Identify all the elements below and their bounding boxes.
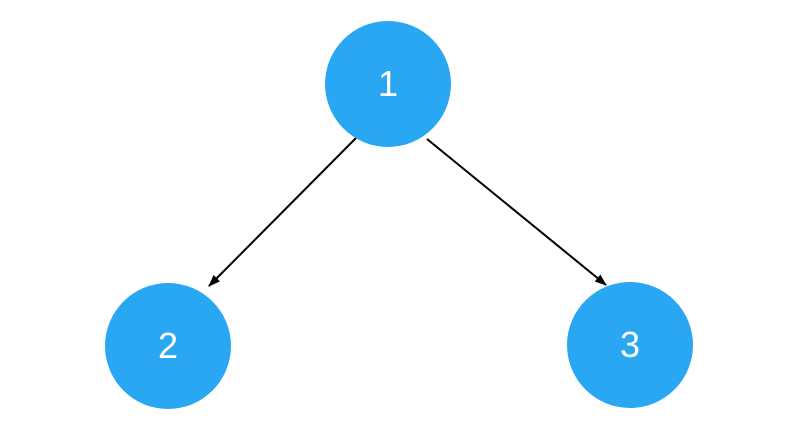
- node-1-label: 1: [377, 63, 399, 104]
- node-2: 2: [105, 283, 231, 409]
- node-3: 3: [567, 282, 693, 408]
- node-3-label: 3: [619, 324, 641, 365]
- edge-1-to-2: [208, 137, 357, 287]
- edge-1-to-3: [426, 138, 607, 286]
- node-2-label: 2: [157, 325, 179, 366]
- node-1: 1: [325, 21, 451, 147]
